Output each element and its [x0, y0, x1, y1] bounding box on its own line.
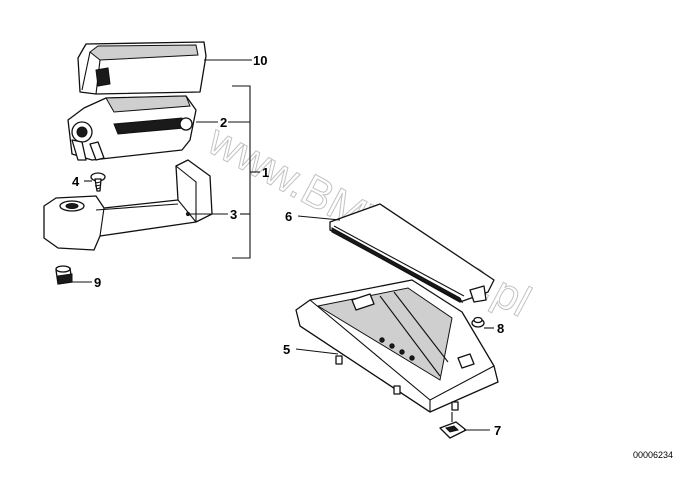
callout-8: 8 — [497, 321, 504, 336]
part-10-tray-cover — [77, 41, 207, 95]
part-6-lid — [329, 203, 495, 304]
leader-lines — [70, 59, 494, 431]
callout-10: 10 — [253, 53, 267, 68]
callout-7: 7 — [494, 423, 501, 438]
part-8-nut — [471, 316, 485, 328]
callout-9: 9 — [94, 275, 101, 290]
part-5-console-base — [295, 279, 499, 413]
part-4-screw — [90, 172, 106, 192]
diagram-code: 00006234 — [633, 450, 673, 460]
part-7-clip — [439, 421, 467, 439]
part-2-ashtray-insert — [67, 95, 197, 161]
callout-6: 6 — [285, 209, 292, 224]
part-3-holder-frame — [43, 159, 213, 251]
callout-1: 1 — [262, 165, 269, 180]
callout-4: 4 — [72, 174, 80, 189]
part-9-bulb — [55, 265, 73, 285]
callout-3: 3 — [230, 207, 237, 222]
callout-5: 5 — [283, 342, 290, 357]
callout-2: 2 — [220, 115, 227, 130]
